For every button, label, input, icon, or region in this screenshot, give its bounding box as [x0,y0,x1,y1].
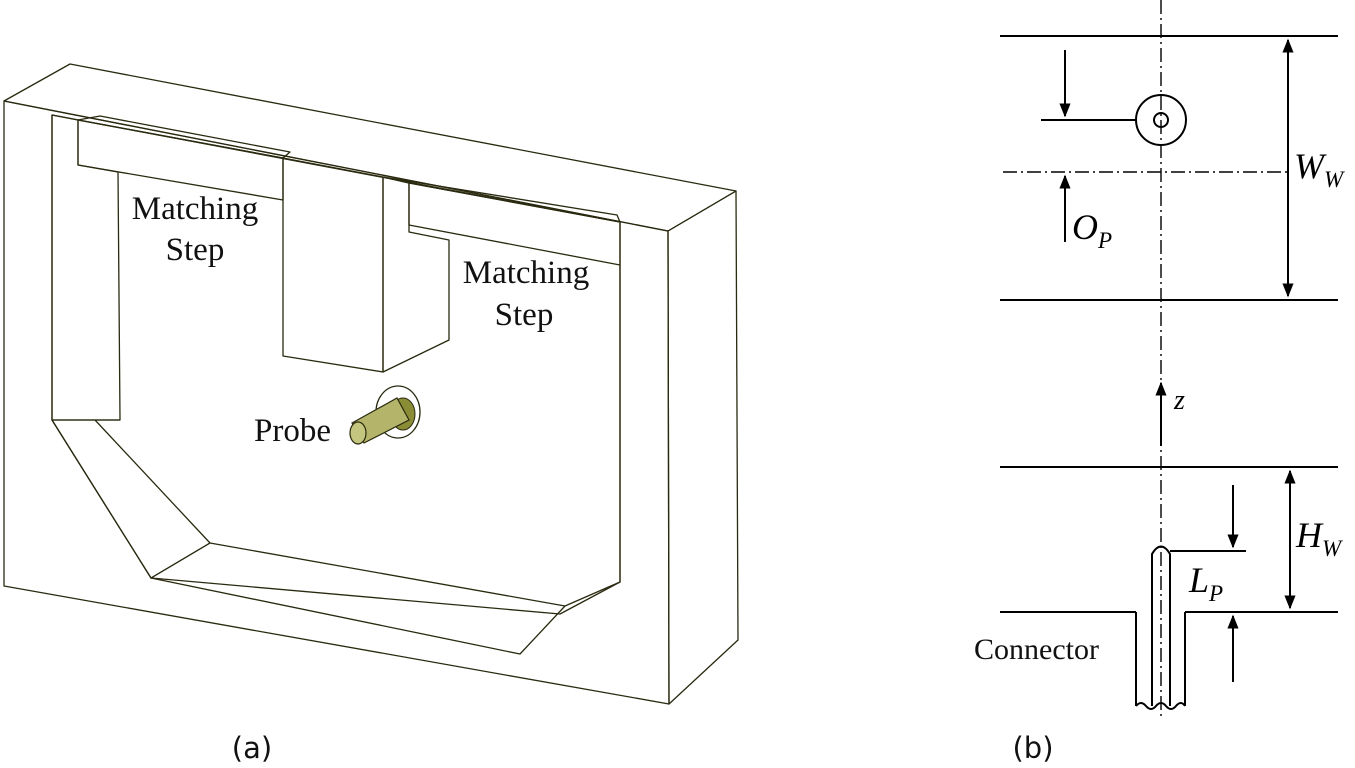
cavity-right-edge [564,265,621,607]
matching-step-right-label-line2: Step [495,297,554,333]
lp-sub: P [1208,581,1223,606]
matching-step-left-face [77,119,284,201]
block-top-face [3,63,737,232]
ww-sub: W [1324,167,1345,192]
ww-main: W [1294,146,1327,186]
probe-label: Probe [254,413,331,449]
probe-tip [349,421,367,445]
probe-model [349,385,421,445]
lp-main: L [1188,560,1209,600]
op-main: O [1072,207,1098,247]
matching-step-right-top [382,176,621,223]
matching-step-left-top [77,115,291,159]
connector-and-probe [1135,545,1186,710]
block-side-face [667,190,739,705]
hw-label: HW [1295,515,1343,561]
matching-step-left-label-line1: Matching [132,191,258,227]
cavity-chamfer-face [51,419,211,579]
connector-break-line [1135,702,1186,710]
matching-step-left-label-line2: Step [166,232,225,268]
panel-b-caption: (b) [1012,731,1053,765]
probe-coax-inner [1153,112,1169,128]
cavity-left-wall [51,114,121,421]
center-ridge-front [282,157,384,373]
block-front-face [3,100,670,705]
cavity-floor-face [150,542,566,655]
center-ridge-side [382,176,450,373]
panel-b-schematic: OP WW z HW LP Connector (b) [974,0,1345,765]
lp-label: LP [1188,560,1223,606]
matching-step-right-label-line1: Matching [463,255,589,291]
probe-pin [1151,545,1171,706]
connector-label: Connector [974,633,1099,666]
panel-a-waveguide-model: Matching Step Matching Step Probe (a) [3,63,739,765]
op-label: OP [1072,207,1112,253]
matching-step-right-face [408,182,621,266]
panel-a-caption: (a) [232,731,272,765]
ww-label: WW [1294,146,1345,192]
hw-sub: W [1322,536,1343,561]
op-sub: P [1097,228,1112,253]
z-label: z [1173,385,1185,416]
hw-main: H [1295,515,1324,555]
